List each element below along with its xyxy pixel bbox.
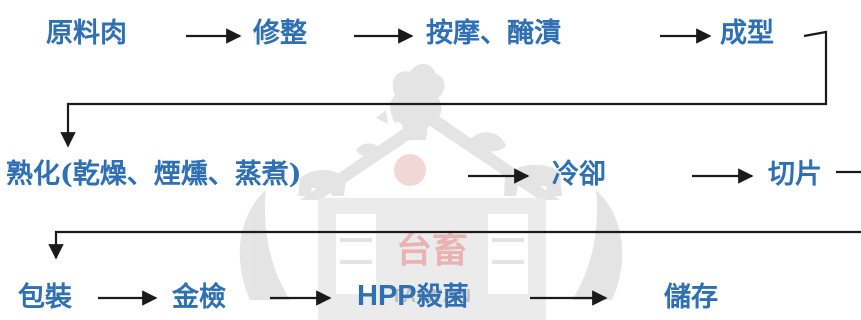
step-packaging: 包裝 [18,282,72,313]
step-trimming: 修整 [253,18,307,49]
step-hpp-sterilization: HPP殺菌 [357,280,469,313]
step-slicing: 切片 [768,159,822,190]
barn-roof [300,110,560,200]
step-storage: 儲存 [664,282,718,313]
step-cooking: 熟化(乾燥、煙燻、蒸煮) [6,159,302,190]
sterilization-label: 殺菌 [416,282,469,312]
step-raw-meat: 原料肉 [46,18,127,49]
step-forming: 成型 [720,18,774,49]
step-massage-marinate: 按摩、醃漬 [426,18,561,49]
step-metal-detection: 金檢 [172,282,226,313]
step-cooling: 冷卻 [552,159,606,190]
emblem-circle [394,154,426,186]
hpp-label: HPP [357,280,417,312]
connector-row1-row2 [60,30,828,148]
butterfly-icon [376,110,400,124]
connector-row2-row3 [48,230,861,260]
laurel-right [572,190,623,300]
laurel-left [239,190,290,300]
watermark-mark: 台畜 [396,229,468,271]
watermark-brand: TAIWAN [391,286,473,306]
pig-icon [298,169,346,196]
